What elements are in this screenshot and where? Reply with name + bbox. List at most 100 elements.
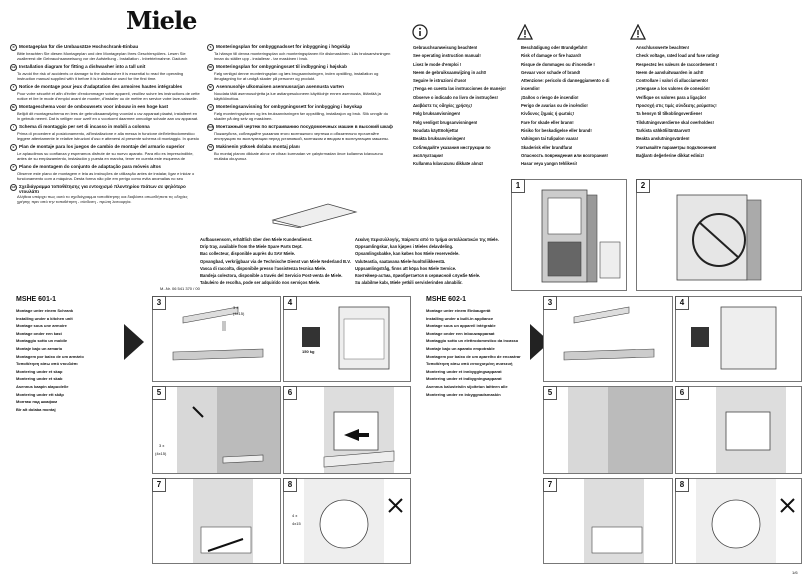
- language-body: Пожалуйста, соблюдайте указания этого мо…: [214, 131, 389, 141]
- warning-line: Vahingon tai tulipalon vaara!: [521, 136, 579, 142]
- step-2-panel: 2: [636, 179, 802, 291]
- step-number: 7: [543, 478, 557, 492]
- language-code-badge: I: [10, 124, 17, 131]
- step-number: 3: [543, 296, 557, 310]
- step-number: 7: [152, 478, 166, 492]
- model-right-title: MSHE 602-1: [426, 296, 467, 303]
- language-title-text: Installation diagram for fitting a dishw…: [19, 64, 146, 69]
- attention-line: Neem de aansluitwaarden in acht!: [636, 69, 704, 75]
- model-item: Montage sous une armoire: [16, 323, 67, 329]
- step-3-panel: 3 3 x (4x15): [152, 296, 281, 382]
- info-line: Lisez le mode d'emploi !: [413, 61, 462, 67]
- drip-tray-illustration: [268, 200, 358, 229]
- attention-line: Check voltage, rated load and fuse ratin…: [636, 53, 720, 59]
- attention-line: Tilslutningsværdierne skal overholdes!: [636, 119, 714, 125]
- step-5-right-panel: 5: [543, 386, 673, 474]
- info-line: Beakta bruksanvisningen!: [413, 136, 466, 142]
- language-body: Følg venligst denne monteringsplan og læ…: [214, 71, 379, 81]
- fastener-size: 4x15: [292, 521, 301, 526]
- attention-line: Anschlusswerte beachten!: [636, 45, 690, 50]
- note-line: Su alabilme kabı, Miele yetkili servisle…: [355, 280, 463, 286]
- info-line: Neem de gebruiksaanwijzing in acht!: [413, 69, 487, 75]
- language-title-text: Notice de montage pour jeux d'adaptation…: [19, 84, 183, 89]
- attention-line: ¡Atengase a los valores de conexión!: [636, 86, 710, 92]
- fastener-qty: 3 x: [159, 443, 165, 448]
- info-line: Følg venligst brugsanvisningen!: [413, 119, 478, 125]
- document-code: M.-Nr. 06 541 370 / 00: [160, 286, 200, 291]
- language-code-badge: NL: [10, 104, 17, 111]
- note-line: Valuteastia, saatavana Miele-huoltoliikk…: [355, 258, 446, 264]
- language-body: Ta hänsyn till denna monteringsplan och …: [214, 51, 391, 61]
- page-number: 1/6: [792, 570, 798, 575]
- language-title-text: Schema di montaggio per set di incasso i…: [19, 124, 150, 129]
- attention-line: Tarkista sähköliitäntäarvot!: [636, 127, 691, 133]
- model-item: Asennus kaapin alapuolelle: [16, 383, 69, 389]
- attention-column: Anschlusswerte beachten! Check voltage, r…: [636, 44, 746, 160]
- fastener-size: (4x15): [233, 311, 245, 316]
- step-number: 8: [675, 478, 689, 492]
- model-left-title: MSHE 601-1: [16, 296, 57, 303]
- language-title-text: Monteringsplan for ombygningssæt til ind…: [216, 64, 347, 69]
- fastener-size: (4x15): [155, 451, 167, 456]
- arrow-right-icon: [530, 324, 550, 365]
- note-line: Drip tray, available from the Miele Spar…: [200, 244, 303, 250]
- language-title-text: Montageschema voor de ombouwsets voor in…: [19, 104, 169, 109]
- language-body: Bu montaj planını dikkate alınız ve ciha…: [214, 151, 383, 161]
- language-body: Le aplaudimos su confianza y esperamos d…: [17, 151, 194, 161]
- attention-line: Ta hensyn til tilkoblingsverdiene!: [636, 111, 703, 117]
- language-title-text: Plan de montaje para los juegos de cambi…: [19, 144, 185, 149]
- warning-line: Perigo de avarias ou de incêndio!: [521, 103, 588, 109]
- language-body: Bitte beachten Sie diesen Montageplan un…: [17, 51, 188, 61]
- model-item: Монтаж под шкафом: [16, 399, 58, 405]
- language-body: Følg monteringsplanen og les bruksanvisn…: [214, 111, 389, 121]
- step-number: 4: [283, 296, 297, 310]
- model-item: Τοποθέτηση κάτω από εντοιχισμένη συσκευή: [426, 361, 513, 367]
- info-icon: [412, 24, 428, 45]
- note-line: Bac collecteur, disponible auprès du SAV…: [200, 251, 296, 257]
- language-code-badge: SF: [207, 84, 214, 91]
- warning-line: Attenzione: pericolo di danneggiamento o…: [521, 78, 610, 92]
- warning-line: ¡Daños o riesgo de incendio!: [521, 94, 579, 100]
- model-item: Montage unter einem Schrank: [16, 308, 74, 313]
- step-7-panel: 7: [152, 478, 281, 564]
- language-body: To avoid the risk of accidents or damage…: [17, 71, 184, 81]
- step-8-panel: 8 4 x 4x15: [283, 478, 411, 564]
- info-line: Соблюдайте указания инструкции по эксплу…: [413, 144, 491, 158]
- language-code-badge: P: [10, 164, 17, 171]
- model-item: Installing under a built-in appliance: [426, 315, 494, 321]
- warning-line: Skaderisk eller brandfara!: [521, 144, 573, 150]
- info-line: Følg bruksanvisningen!: [413, 111, 461, 117]
- model-item: Montaje bajo un armario: [16, 345, 63, 351]
- attention-line: Beakta anslutningsvärden!: [636, 136, 690, 142]
- drip-tray-notes-left: Aufbausensorn, erhältlich über den Miele…: [200, 236, 360, 286]
- info-line: Kullanma kılavuzunu dikkate alınız!: [413, 161, 484, 167]
- info-line: Observe o indicado no livro de instruçõe…: [413, 94, 498, 100]
- step-4-panel: 4 150 kg: [283, 296, 411, 382]
- info-line: Gebrauchsanweisung beachten!: [413, 45, 478, 50]
- language-code-badge: N: [207, 104, 214, 111]
- arrow-right-icon: [124, 324, 144, 365]
- language-body: Pour votre sécurité et afin d'éviter d'e…: [17, 91, 200, 101]
- model-item: Bir alt dolaba montaj: [16, 406, 56, 412]
- step-number: 1: [511, 179, 525, 193]
- note-line: Контейнер-астма, приобретается в сервисн…: [355, 273, 481, 279]
- language-body: Noudata tätä asennusohjetta ja lue astia…: [214, 91, 381, 101]
- info-column: Gebrauchsanweisung beachten!See operatin…: [413, 44, 513, 168]
- language-body: Αλήθεια υπάρχει πως αυτό το σχεδιάγραμμα…: [17, 194, 188, 204]
